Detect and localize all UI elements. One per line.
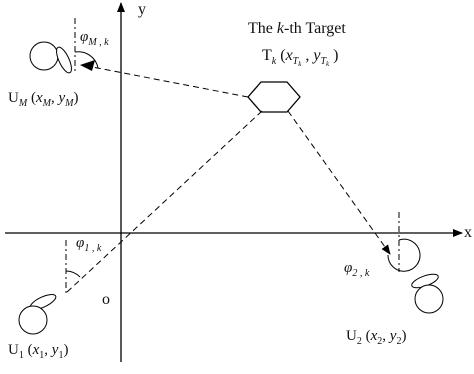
user-M-label: UM (xM, yM) <box>8 90 78 109</box>
user-2-label: U2 (x2, y2) <box>346 328 406 347</box>
origin-label: o <box>102 291 110 308</box>
user-2-angle-label: φ2 , k <box>344 260 370 279</box>
user-M-angle-label: φM , k <box>80 29 109 48</box>
user-1-label: U1 (x1, y1) <box>8 342 68 361</box>
target-hexagon-icon <box>247 81 301 113</box>
y-axis-label: y <box>138 1 146 18</box>
target-coordinates: Tk (xTk , yTk ) <box>262 47 338 68</box>
line-target-to-U1 <box>65 110 263 294</box>
user-M-angle-arrowhead <box>80 60 95 71</box>
user-1-device-icon <box>18 294 57 335</box>
user-1-angle-arc <box>65 270 81 278</box>
user-1-angle-label: φ1 , k <box>76 235 102 254</box>
user-M-device-icon <box>29 41 72 74</box>
line-target-to-UM <box>81 64 249 98</box>
user-2-device-icon <box>411 273 444 314</box>
x-axis-label: x <box>464 224 472 241</box>
target-title: The k-th Target <box>248 20 346 37</box>
user-2-angle-arc <box>387 238 421 272</box>
user-M-angle-arc <box>74 51 99 69</box>
